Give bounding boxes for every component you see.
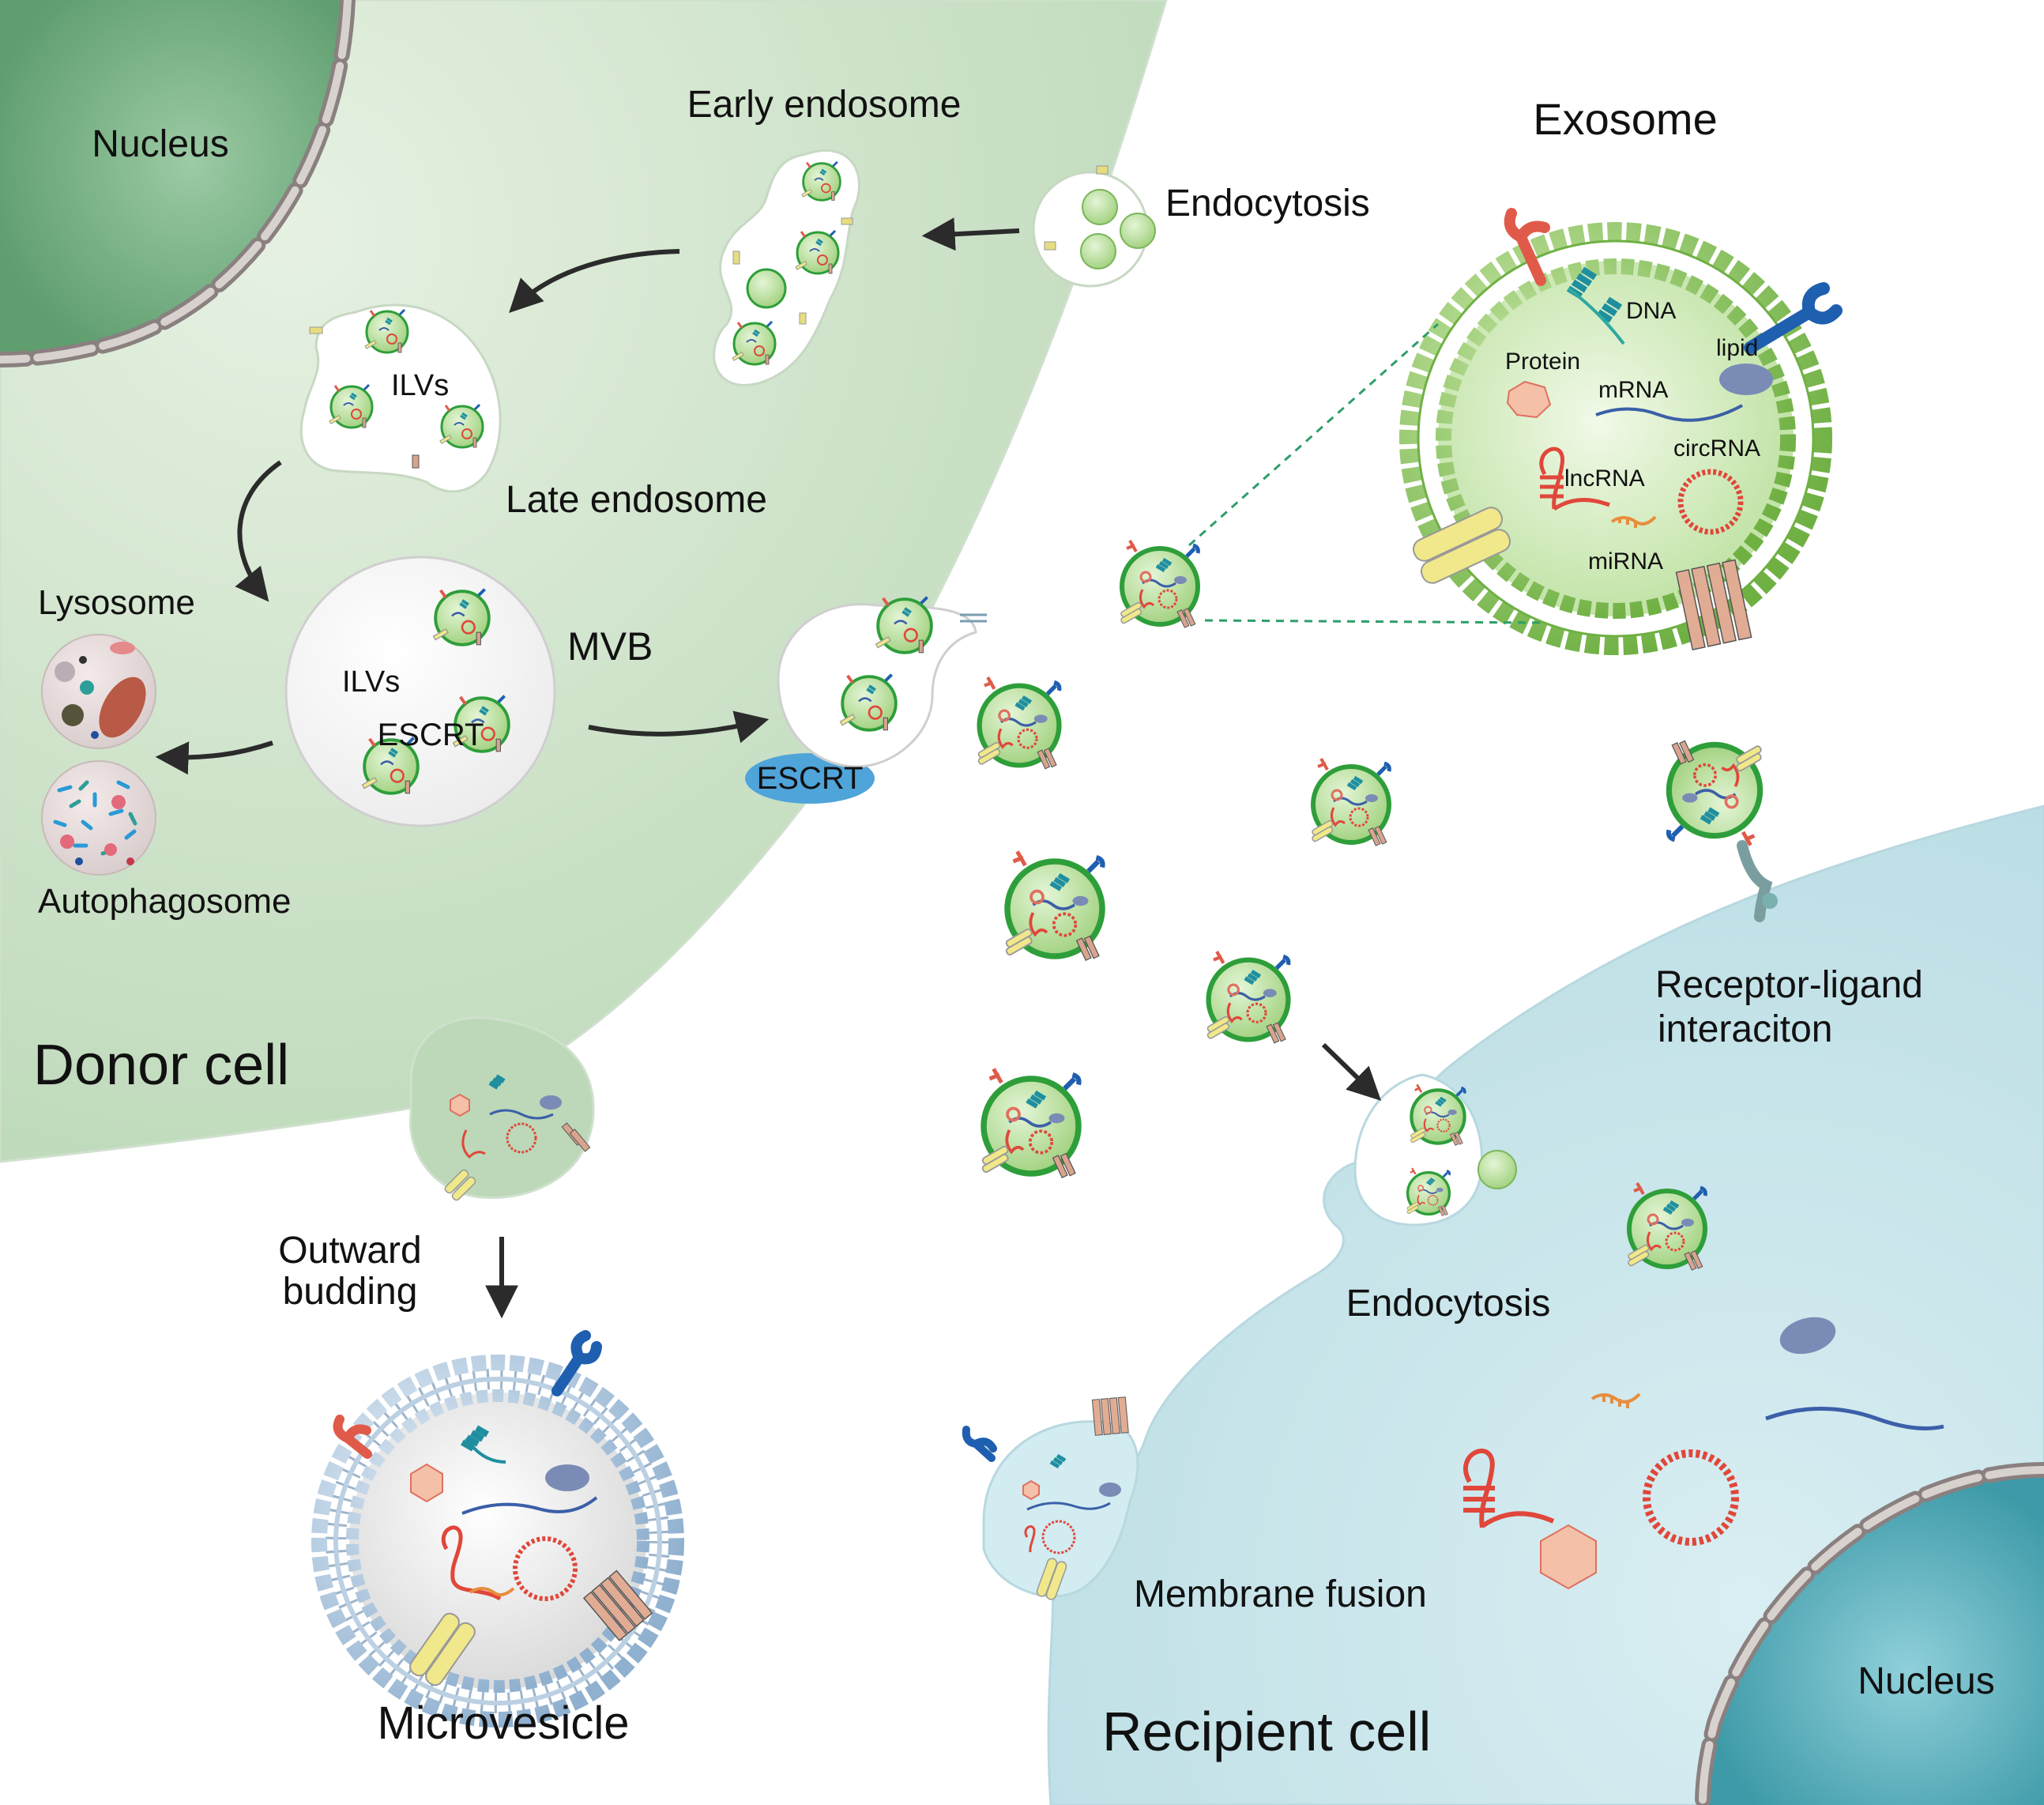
exosome-lncrna-label: lncRNA bbox=[1564, 465, 1645, 492]
donor-nucleus bbox=[0, 0, 348, 360]
donor-nucleus-label: Nucleus bbox=[92, 123, 228, 165]
escrt-mvb-label: ESCRT bbox=[378, 718, 484, 752]
lysosome-label: Lysosome bbox=[38, 583, 195, 622]
exosome-mirna-label: miRNA bbox=[1588, 548, 1663, 575]
arrow-early-to-late bbox=[509, 249, 680, 313]
outward-budding-label-line1: Outward bbox=[278, 1230, 421, 1272]
exosome-circrna bbox=[1677, 469, 1744, 535]
exosome-dna-label: DNA bbox=[1626, 298, 1676, 324]
arrow-late-to-mvb bbox=[235, 460, 282, 602]
recipient-nucleus-label: Nucleus bbox=[1858, 1660, 1994, 1702]
late-endosome bbox=[299, 303, 502, 493]
escrt-membrane-label: ESCRT bbox=[757, 761, 864, 796]
exosome-mrna bbox=[1595, 404, 1743, 422]
zoom-line-top bbox=[1188, 322, 1439, 547]
exosome-protein bbox=[1506, 380, 1552, 419]
arrow-mvb-to-lysosome bbox=[155, 740, 273, 775]
endocytosis-pit bbox=[1032, 165, 1156, 288]
exosome-mrna-label: mRNA bbox=[1598, 377, 1668, 403]
lysosome bbox=[41, 634, 156, 749]
exosome-lncrna bbox=[1539, 447, 1610, 511]
autophagosome-label: Autophagosome bbox=[38, 882, 291, 921]
microvesicle bbox=[311, 1330, 684, 1728]
receptor-ligand-label-line1: Receptor-ligand bbox=[1655, 964, 1923, 1006]
donor-cell bbox=[0, 0, 1168, 1319]
mvb-label: MVB bbox=[567, 624, 653, 669]
ilvs-mvb-label: ILVs bbox=[342, 665, 400, 699]
outward-budding-bulge bbox=[409, 1016, 595, 1201]
membrane-fusion-site bbox=[962, 1396, 1139, 1600]
zoom-line-bottom bbox=[1204, 619, 1541, 624]
exosome-mirna bbox=[1610, 515, 1657, 528]
early-endosome bbox=[713, 149, 860, 386]
receptor-ligand-label-line2: interaciton bbox=[1658, 1008, 1832, 1050]
mvb-membrane-fusion bbox=[745, 595, 987, 804]
released-exosomes bbox=[977, 541, 1389, 1178]
endocytosis-label: Endocytosis bbox=[1165, 183, 1370, 224]
recipient-cell bbox=[962, 740, 2044, 1805]
exosome-title: Exosome bbox=[1533, 94, 1717, 144]
recipient-nucleus bbox=[1703, 1470, 2044, 1805]
donor-arrows bbox=[155, 217, 1020, 1319]
arrow-mvb-to-membrane bbox=[588, 710, 770, 744]
recipient-endocytosis-label: Endocytosis bbox=[1346, 1283, 1551, 1325]
receptor-ligand-site bbox=[1669, 740, 1778, 922]
donor-cell-label: Donor cell bbox=[33, 1034, 289, 1097]
membrane-fusion-label: Membrane fusion bbox=[1134, 1573, 1427, 1615]
exosome-circrna-label: circRNA bbox=[1673, 435, 1760, 462]
outward-budding-label-line2: budding bbox=[283, 1271, 418, 1313]
exosome-protein-label: Protein bbox=[1505, 349, 1580, 375]
labels: Nucleus Early endosome Endocytosis ILVs … bbox=[33, 84, 1995, 1762]
exosome-lipid bbox=[1719, 364, 1773, 395]
arrow-to-recipient-endocytosis bbox=[1321, 1042, 1382, 1101]
arrow-endocytosis-to-early bbox=[921, 217, 1020, 251]
recipient-cell-label: Recipient cell bbox=[1102, 1701, 1431, 1762]
exosome-detail bbox=[1188, 208, 1843, 655]
recipient-cargo bbox=[1463, 1317, 1944, 1590]
early-endosome-label: Early endosome bbox=[687, 84, 962, 126]
autophagosome bbox=[41, 760, 156, 876]
exosome-lipid-label: lipid bbox=[1716, 335, 1758, 361]
mvb bbox=[284, 556, 556, 827]
microvesicle-label: Microvesicle bbox=[377, 1698, 629, 1749]
late-endosome-label: Late endosome bbox=[506, 479, 767, 521]
ilvs-late-label: ILVs bbox=[391, 369, 449, 402]
recipient-endocytosis-pit bbox=[1353, 1073, 1705, 1270]
